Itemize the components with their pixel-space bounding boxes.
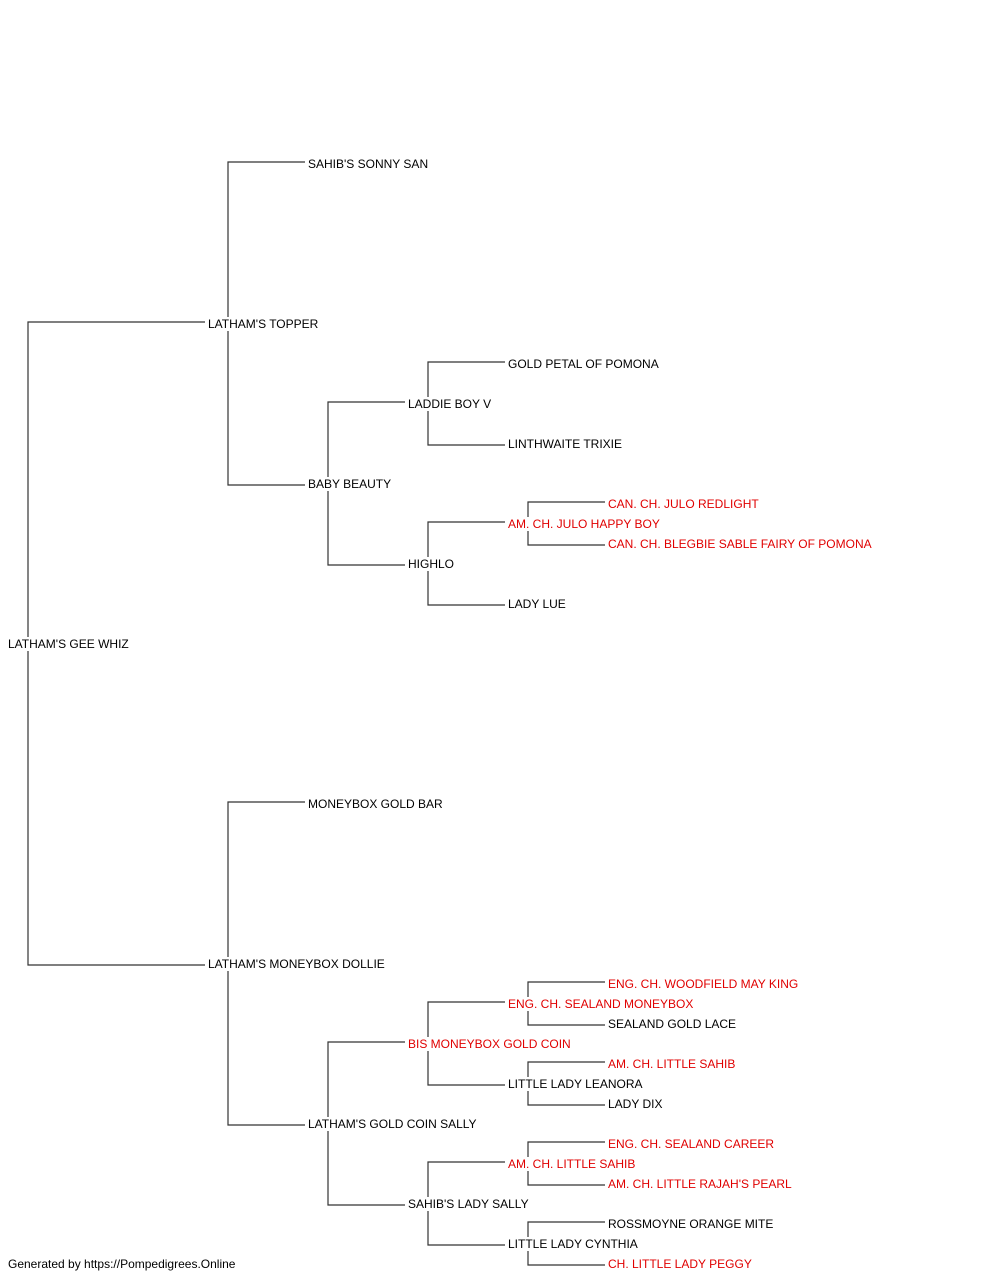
dam-dam-sire-sire-sire-name: ENG. CH. WOODFIELD MAY KING: [608, 977, 801, 991]
sire-dam-dam-dam-name: LADY LUE: [508, 597, 568, 611]
dam-dam-sire-dam-sire-name: AM. CH. LITTLE SAHIB: [608, 1057, 738, 1071]
dam-dam-sire-dam-name: LITTLE LADY LEANORA: [508, 1077, 645, 1091]
dam-dam-sire-dam-dam-name: LADY DIX: [608, 1097, 665, 1111]
sire-dam-sire-dam-name: LINTHWAITE TRIXIE: [508, 437, 625, 451]
dam-dam-sire-sire-dam-name: SEALAND GOLD LACE: [608, 1017, 739, 1031]
sire-dam-name: BABY BEAUTY: [308, 477, 394, 491]
dam-dam-dam-name: SAHIB'S LADY SALLY: [408, 1197, 531, 1211]
dam-dam-dam-sire-dam-name: AM. CH. LITTLE RAJAH'S PEARL: [608, 1177, 794, 1191]
subject-name: LATHAM'S GEE WHIZ: [8, 637, 131, 651]
dam-dam-dam-dam-dam-name: CH. LITTLE LADY PEGGY: [608, 1257, 754, 1271]
dam-sire-name: MONEYBOX GOLD BAR: [308, 797, 445, 811]
sire-sire-name: SAHIB'S SONNY SAN: [308, 157, 431, 171]
dam-dam-dam-dam-name: LITTLE LADY CYNTHIA: [508, 1237, 640, 1251]
sire-dam-dam-sire-sire-name: CAN. CH. JULO REDLIGHT: [608, 497, 761, 511]
generated-by-footer: Generated by https://Pompedigrees.Online: [8, 1257, 236, 1271]
dam-name: LATHAM'S MONEYBOX DOLLIE: [208, 957, 387, 971]
dam-dam-sire-name: BIS MONEYBOX GOLD COIN: [408, 1037, 573, 1051]
dam-dam-dam-sire-name: AM. CH. LITTLE SAHIB: [508, 1157, 638, 1171]
sire-dam-sire-sire-name: GOLD PETAL OF POMONA: [508, 357, 661, 371]
sire-dam-dam-sire-name: AM. CH. JULO HAPPY BOY: [508, 517, 662, 531]
dam-dam-name: LATHAM'S GOLD COIN SALLY: [308, 1117, 479, 1131]
sire-dam-dam-name: HIGHLO: [408, 557, 457, 571]
dam-dam-dam-dam-sire-name: ROSSMOYNE ORANGE MITE: [608, 1217, 776, 1231]
sire-dam-sire-name: LADDIE BOY V: [408, 397, 494, 411]
dam-dam-dam-sire-sire-name: ENG. CH. SEALAND CAREER: [608, 1137, 777, 1151]
dam-dam-sire-sire-name: ENG. CH. SEALAND MONEYBOX: [508, 997, 696, 1011]
sire-name: LATHAM'S TOPPER: [208, 317, 321, 331]
sire-dam-dam-sire-dam-name: CAN. CH. BLEGBIE SABLE FAIRY OF POMONA: [608, 537, 874, 551]
